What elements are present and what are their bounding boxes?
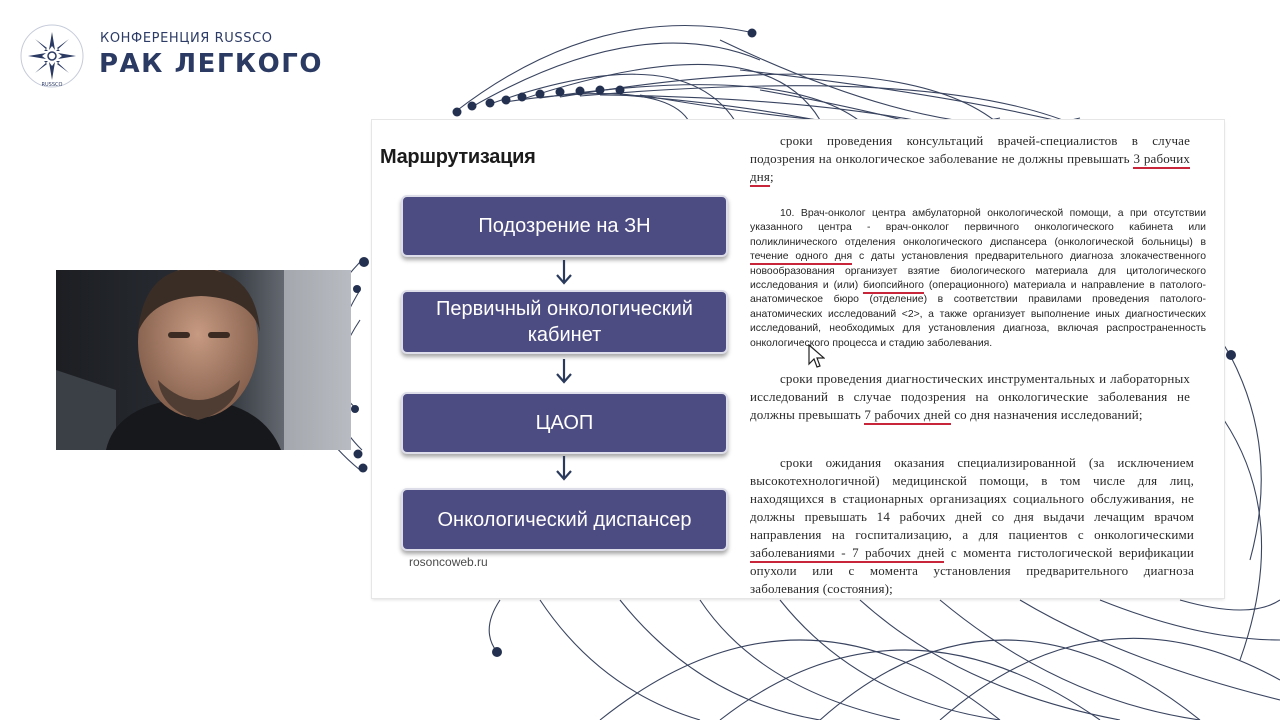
presentation-slide: Маршрутизация Подозрение на ЗН Первичный… (372, 120, 1224, 598)
russco-logo: RUSSCO (20, 24, 84, 88)
mouse-pointer-icon (808, 344, 825, 368)
arrow-down-icon (556, 456, 572, 481)
slide-title: Маршрутизация (380, 146, 536, 168)
doc-paragraph-consultations: сроки проведения консультаций врачей-спе… (750, 132, 1190, 187)
doc-text: ; (770, 169, 774, 184)
speaker-video-frame (56, 270, 351, 450)
doc-paragraph-item-10: 10. Врач-онколог центра амбулаторной онк… (750, 207, 1206, 351)
flow-step-primary-cabinet: Первичный онкологический кабинет (401, 290, 728, 354)
flow-step-oncology-dispensary: Онкологический диспансер (401, 488, 728, 551)
conference-label: КОНФЕРЕНЦИЯ RUSSCO (100, 31, 273, 46)
doc-highlight: биопсийного (863, 280, 924, 295)
doc-paragraph-diagnostics: сроки проведения диагностических инструм… (750, 370, 1190, 425)
doc-text: со дня назначения исследований; (954, 407, 1143, 422)
doc-text: 10. Врач-онколог центра амбулаторной онк… (750, 208, 1206, 248)
logo-text: RUSSCO (42, 82, 63, 88)
doc-text: (операционного) материала и направление … (750, 280, 1207, 349)
doc-paragraph-specialized-care: сроки ожидания оказания специализированн… (750, 454, 1194, 598)
conference-title: РАК ЛЕГКОГО (99, 49, 323, 79)
doc-text: с даты установления предварительного диа… (750, 251, 1207, 292)
arrow-down-icon (556, 359, 572, 384)
doc-text: сроки проведения диагностических инструм… (750, 371, 1190, 422)
doc-highlight: заболеваниями - 7 рабочих дней (750, 545, 945, 563)
arrow-down-icon (556, 260, 572, 285)
doc-text: сроки проведения консультаций врачей-спе… (750, 133, 1190, 166)
doc-text: сроки ожидания оказания специализированн… (750, 455, 1194, 542)
doc-highlight: течение одного дня (750, 251, 853, 266)
flow-step-suspicion: Подозрение на ЗН (401, 195, 728, 257)
speaker-webcam-video (56, 270, 351, 450)
doc-text: с момента гистологической верификации оп… (750, 545, 1195, 596)
doc-highlight: 3 рабочих дня (750, 151, 1190, 187)
website-label: rosoncoweb.ru (409, 555, 488, 569)
flow-step-caop: ЦАОП (401, 392, 728, 454)
doc-highlight: 7 рабочих дней (864, 407, 951, 425)
